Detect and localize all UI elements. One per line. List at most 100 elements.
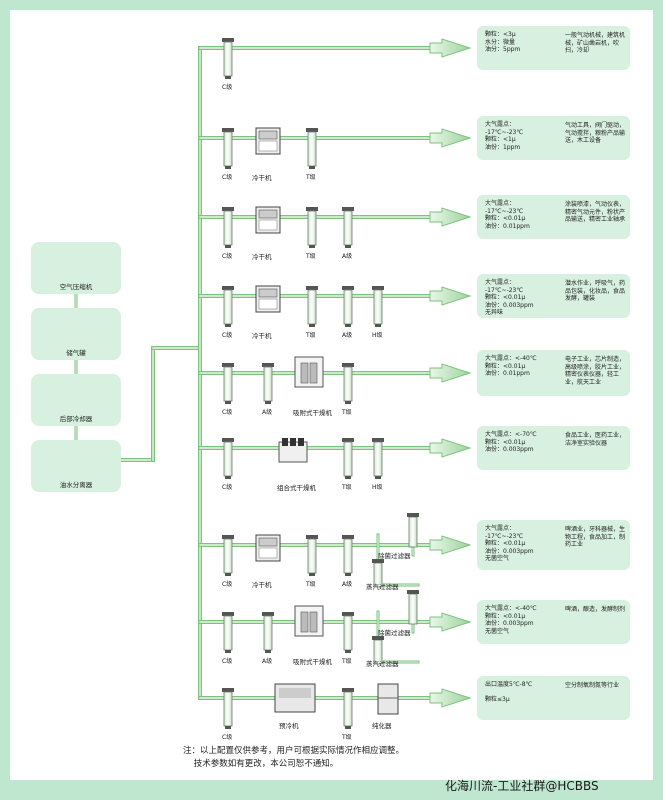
application-text: 空分制氧制氮等行业 xyxy=(565,682,620,689)
watermark: 化海川流-工业社群@HCBBS xyxy=(445,779,599,793)
dryer-device xyxy=(255,206,281,234)
filter-device xyxy=(222,363,234,404)
source-label: 油水分离器 xyxy=(59,481,93,489)
filter-grade-label: A级 xyxy=(262,409,273,416)
filter-device xyxy=(342,535,354,576)
application-text: 气动工具，阀门驱动，气动搅拌，粮粉产品输送，木工设备 xyxy=(565,122,626,144)
filter-device xyxy=(342,688,354,729)
flow-arrow xyxy=(429,363,472,383)
device-label: 纯化器 xyxy=(372,722,392,730)
filter-device xyxy=(222,207,234,248)
flow-arrow xyxy=(429,128,472,148)
filter-grade-label: C级 xyxy=(222,84,233,91)
source-1: 储气罐 xyxy=(31,308,121,360)
spec-box: 大气露点：<-40℃ 颗粒：<0.01μ 油份：0.01ppm 电子工业，芯片制造… xyxy=(477,350,630,396)
spec-text: 大气露点： -17℃~-23℃ 颗粒：<0.01μ 油份：0.003ppm 无菌… xyxy=(485,525,534,562)
filter-device xyxy=(342,286,354,327)
filter-device xyxy=(306,535,318,576)
filter-device xyxy=(342,438,354,479)
filter-device xyxy=(372,438,384,479)
device-label: 冷干机 xyxy=(252,253,272,261)
filter-device xyxy=(342,207,354,248)
spec-text: 大气露点： -17℃~-23℃ 颗粒：<1μ 油份：1ppm xyxy=(485,121,524,151)
source-label: 空气压缩机 xyxy=(59,283,93,291)
source-2: 后部冷却器 xyxy=(31,374,121,426)
dryer-device xyxy=(255,285,281,313)
steam-filter-device xyxy=(372,636,384,665)
spec-text: 大气露点：<-40℃ 颗粒：<0.01μ 油份：0.01ppm xyxy=(485,355,537,377)
filter-device xyxy=(342,363,354,404)
filter-grade-label: A级 xyxy=(342,581,353,588)
filter-grade-label: C级 xyxy=(222,581,233,588)
steam-filter-label: 蒸汽过滤器 xyxy=(366,660,399,668)
spec-box: 大气露点： -17℃~-23℃ 颗粒：<0.01μ 油份：0.01ppm 涂装喷漆… xyxy=(477,195,630,239)
device-label: 冷干机 xyxy=(252,332,272,340)
filter-device xyxy=(342,612,354,653)
filter-device xyxy=(306,128,318,169)
filter-device xyxy=(306,207,318,248)
flow-arrow xyxy=(429,612,472,632)
device-label: 冷干机 xyxy=(252,581,272,589)
filter-grade-label: T级 xyxy=(342,734,352,741)
filter-grade-label: T级 xyxy=(306,581,316,588)
filter-grade-label: A级 xyxy=(342,332,353,339)
filter-grade-label: C级 xyxy=(222,174,233,181)
sterile-filter-label: 除菌过滤器 xyxy=(378,629,411,637)
application-text: 一般气动机械，建筑机械，矿山凿岩机，吹扫，冷却 xyxy=(565,32,626,54)
flow-arrow xyxy=(429,535,472,555)
application-text: 啤酒，酿造，发酵制剂 xyxy=(565,606,626,613)
source-label: 储气罐 xyxy=(66,349,86,357)
application-text: 涂装喷漆，气动仪表，精密气动元件，粉状产品输送，精密工业轴承 xyxy=(565,201,626,223)
filter-grade-label: T级 xyxy=(306,253,316,260)
spec-text: 大气露点： -17℃~-23℃ 颗粒：<0.01μ 油份：0.003ppm 无异… xyxy=(485,279,534,316)
footnote: 注：以上配置仅供参考，用户可根据实际情况作相应调整。 技术参数如有更改，本公司恕… xyxy=(183,746,405,769)
flow-arrow xyxy=(429,38,472,58)
filter-grade-label: H级 xyxy=(372,484,383,491)
source-3: 油水分离器 xyxy=(31,440,121,492)
device-label: 组合式干燥机 xyxy=(277,484,316,492)
spec-text: 大气露点：<-70℃ 颗粒：<0.01μ 油份：0.003ppm xyxy=(485,431,537,453)
spec-text: 大气露点： -17℃~-23℃ 颗粒：<0.01μ 油份：0.01ppm xyxy=(485,200,530,230)
filter-grade-label: C级 xyxy=(222,734,233,741)
filter-device xyxy=(222,38,234,79)
precooler-device xyxy=(274,683,316,713)
filter-device xyxy=(222,438,234,479)
device-label: 吸附式干燥机 xyxy=(293,658,332,666)
device-label: 冷干机 xyxy=(252,174,272,182)
filter-device xyxy=(372,286,384,327)
filter-device xyxy=(222,612,234,653)
device-label: 预冷机 xyxy=(279,722,299,730)
combo-device xyxy=(278,438,308,463)
sterile-filter-label: 除菌过滤器 xyxy=(378,552,411,560)
steam-filter-device xyxy=(372,559,384,588)
spec-box: 大气露点： -17℃~-23℃ 颗粒：<0.01μ 油份：0.003ppm 无菌… xyxy=(477,520,630,570)
filter-grade-label: H级 xyxy=(372,332,383,339)
device-label: 吸附式干燥机 xyxy=(293,409,332,417)
filter-device xyxy=(262,612,274,653)
dryer-device xyxy=(255,534,281,562)
filter-grade-label: A级 xyxy=(262,658,273,665)
filter-device xyxy=(222,688,234,729)
source-label: 后部冷却器 xyxy=(59,415,93,423)
filter-device xyxy=(306,286,318,327)
flow-arrow xyxy=(429,207,472,227)
flow-arrow xyxy=(429,438,472,458)
application-text: 食品工业，医药工业，洁净室实验仪器 xyxy=(565,432,626,447)
purifier-device xyxy=(377,683,399,715)
application-text: 潜水作业，呼吸气，药品包装，化妆品，食品发酵，罐装 xyxy=(565,280,626,302)
filter-grade-label: C级 xyxy=(222,484,233,491)
filter-device xyxy=(222,535,234,576)
flow-arrow xyxy=(429,286,472,306)
spec-text: 大气露点：<-40℃ 颗粒：<0.01μ 油份：0.003ppm 无菌空气 xyxy=(485,605,537,635)
spec-box: 大气露点： -17℃~-23℃ 颗粒：<1μ 油份：1ppm 气动工具，阀门驱动，… xyxy=(477,116,630,160)
sterile-filter-device xyxy=(407,513,419,548)
adsorb-device xyxy=(294,356,324,388)
spec-box: 大气露点：<-70℃ 颗粒：<0.01μ 油份：0.003ppm 食品工业，医药工… xyxy=(477,426,630,470)
spec-text: 出口温度5℃-8℃ 颗粒≤3μ xyxy=(485,681,533,703)
application-text: 电子工业，芯片制造，高级喷涂，胶片工业，精密仪表仪器，轻工业，航天工业 xyxy=(565,356,626,386)
filter-grade-label: C级 xyxy=(222,658,233,665)
filter-device xyxy=(222,128,234,169)
filter-grade-label: T级 xyxy=(342,409,352,416)
filter-grade-label: T级 xyxy=(306,174,316,181)
